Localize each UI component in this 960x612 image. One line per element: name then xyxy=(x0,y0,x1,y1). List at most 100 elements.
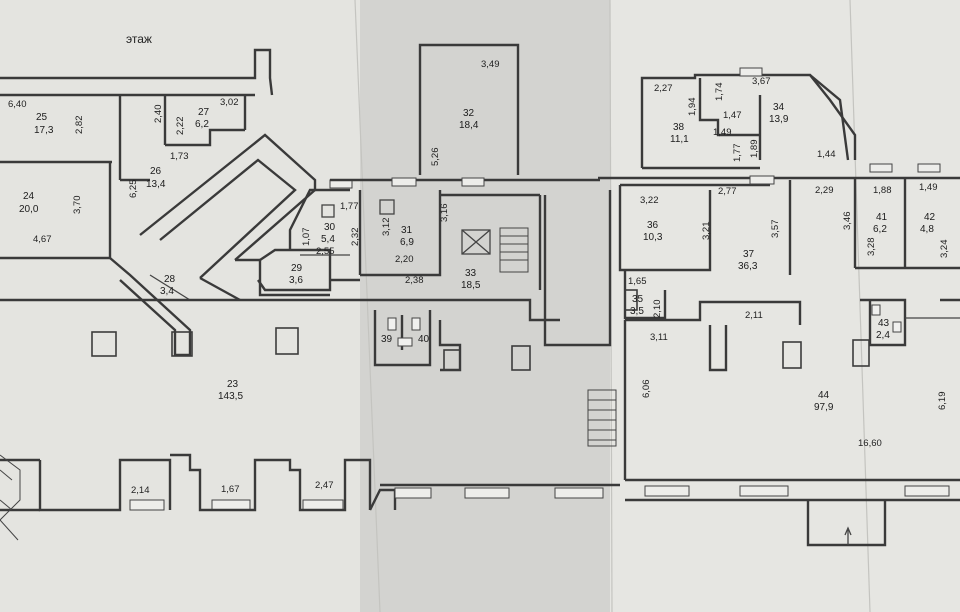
window xyxy=(739,485,789,497)
column xyxy=(782,341,802,369)
room-area: 6,2 xyxy=(195,119,209,130)
room-area: 3,6 xyxy=(289,275,303,286)
dimension: 2,10 xyxy=(652,300,663,319)
dimension: 2,82 xyxy=(74,116,85,135)
room-area: 10,3 xyxy=(643,232,663,243)
window xyxy=(739,67,763,77)
room-number: 25 xyxy=(36,112,48,123)
room-area: 13,4 xyxy=(146,179,166,190)
dimension: 3,28 xyxy=(866,238,877,257)
dimension: 2,55 xyxy=(316,246,335,257)
room-number: 33 xyxy=(465,268,477,279)
dimension: 3,67 xyxy=(752,76,771,87)
room-area: 6,2 xyxy=(873,224,887,235)
room-area: 97,9 xyxy=(814,402,834,413)
dimension: 1,07 xyxy=(301,228,312,247)
room-labels: 24 20,0 25 17,3 26 13,4 27 6,2 28 3,4 29… xyxy=(19,102,936,413)
room-number: 43 xyxy=(878,318,890,329)
dimension: 6,19 xyxy=(937,392,948,411)
room-number: 36 xyxy=(647,220,659,231)
left-entry-steps xyxy=(0,454,21,541)
dimension: 2,40 xyxy=(153,105,164,124)
room-area: 17,3 xyxy=(34,125,54,136)
dimension: 2,77 xyxy=(718,186,737,197)
window xyxy=(869,163,893,173)
dimension: 6,06 xyxy=(641,380,652,399)
dimension: 3,12 xyxy=(381,218,392,237)
room-number: 23 xyxy=(227,379,239,390)
left-block-walls xyxy=(0,48,355,462)
window xyxy=(394,487,432,499)
facade-piers xyxy=(0,453,397,512)
room-number: 42 xyxy=(924,212,936,223)
dimension: 2,14 xyxy=(131,485,150,496)
window xyxy=(904,485,950,497)
dimension: 3,24 xyxy=(939,240,950,259)
window xyxy=(464,487,510,499)
fold-line-left xyxy=(354,0,381,612)
column xyxy=(624,289,638,311)
sink-icon xyxy=(397,337,413,347)
column xyxy=(91,331,117,357)
window xyxy=(391,177,417,187)
dimension: 1,94 xyxy=(687,98,698,117)
dimension: 3,46 xyxy=(842,212,853,231)
dimension-labels: 6,40 2,82 2,40 3,02 2,22 1,73 6,25 3,70 … xyxy=(8,59,950,496)
dimension: 3,02 xyxy=(220,97,239,108)
dimension: 3,21 xyxy=(701,222,712,241)
dimension: 1,77 xyxy=(732,144,743,163)
dimension: 2,32 xyxy=(350,228,361,247)
dimension: 16,60 xyxy=(858,438,882,449)
dimension: 2,47 xyxy=(315,480,334,491)
room-area: 4,8 xyxy=(920,224,934,235)
fold-line-far-right xyxy=(849,0,871,612)
center-stair xyxy=(499,227,617,447)
column xyxy=(511,345,531,371)
paper-right-sheet xyxy=(610,0,960,612)
dimension: 2,38 xyxy=(405,275,424,286)
column xyxy=(275,327,299,355)
dimension: 1,73 xyxy=(170,151,189,162)
window xyxy=(917,163,941,173)
floor-label: этаж xyxy=(126,32,152,46)
dimension: 3,16 xyxy=(439,204,450,223)
paper-middle-sheet xyxy=(360,0,610,612)
dimension: 6,25 xyxy=(128,180,139,199)
room-area: 5,4 xyxy=(321,234,335,245)
room-number: 38 xyxy=(673,122,685,133)
room-number: 32 xyxy=(463,108,475,119)
dimension: 2,27 xyxy=(654,83,673,94)
dimension: 1,49 xyxy=(919,182,938,193)
column xyxy=(443,349,461,371)
window xyxy=(129,499,165,511)
room-number: 28 xyxy=(164,274,176,285)
window xyxy=(749,175,775,185)
room-area: 20,0 xyxy=(19,204,39,215)
entry-porch xyxy=(806,500,887,547)
room-number: 34 xyxy=(773,102,785,113)
room-area: 143,5 xyxy=(218,391,243,402)
column xyxy=(171,331,193,357)
room-area: 18,5 xyxy=(461,280,481,291)
dimension: 4,67 xyxy=(33,234,52,245)
dimension: 1,67 xyxy=(221,484,240,495)
room-area: 18,4 xyxy=(459,120,479,131)
room-area: 2,4 xyxy=(876,330,890,341)
room-number: 30 xyxy=(324,222,336,233)
dimension: 1,89 xyxy=(749,140,760,159)
dimension: 1,88 xyxy=(873,185,892,196)
dimension: 1,77 xyxy=(340,201,359,212)
dimension: 2,22 xyxy=(175,117,186,136)
room-area: 13,9 xyxy=(769,114,789,125)
room-number: 39 xyxy=(381,334,393,345)
room-number: 40 xyxy=(418,334,430,345)
dimension: 1,44 xyxy=(817,149,836,160)
dimension: 1,49 xyxy=(713,127,732,138)
room-area: 3,4 xyxy=(160,286,174,297)
dimension: 2,20 xyxy=(395,254,414,265)
room-number: 44 xyxy=(818,390,830,401)
column xyxy=(852,339,870,367)
room-area: 6,9 xyxy=(400,237,414,248)
toilet-icon xyxy=(387,317,397,331)
